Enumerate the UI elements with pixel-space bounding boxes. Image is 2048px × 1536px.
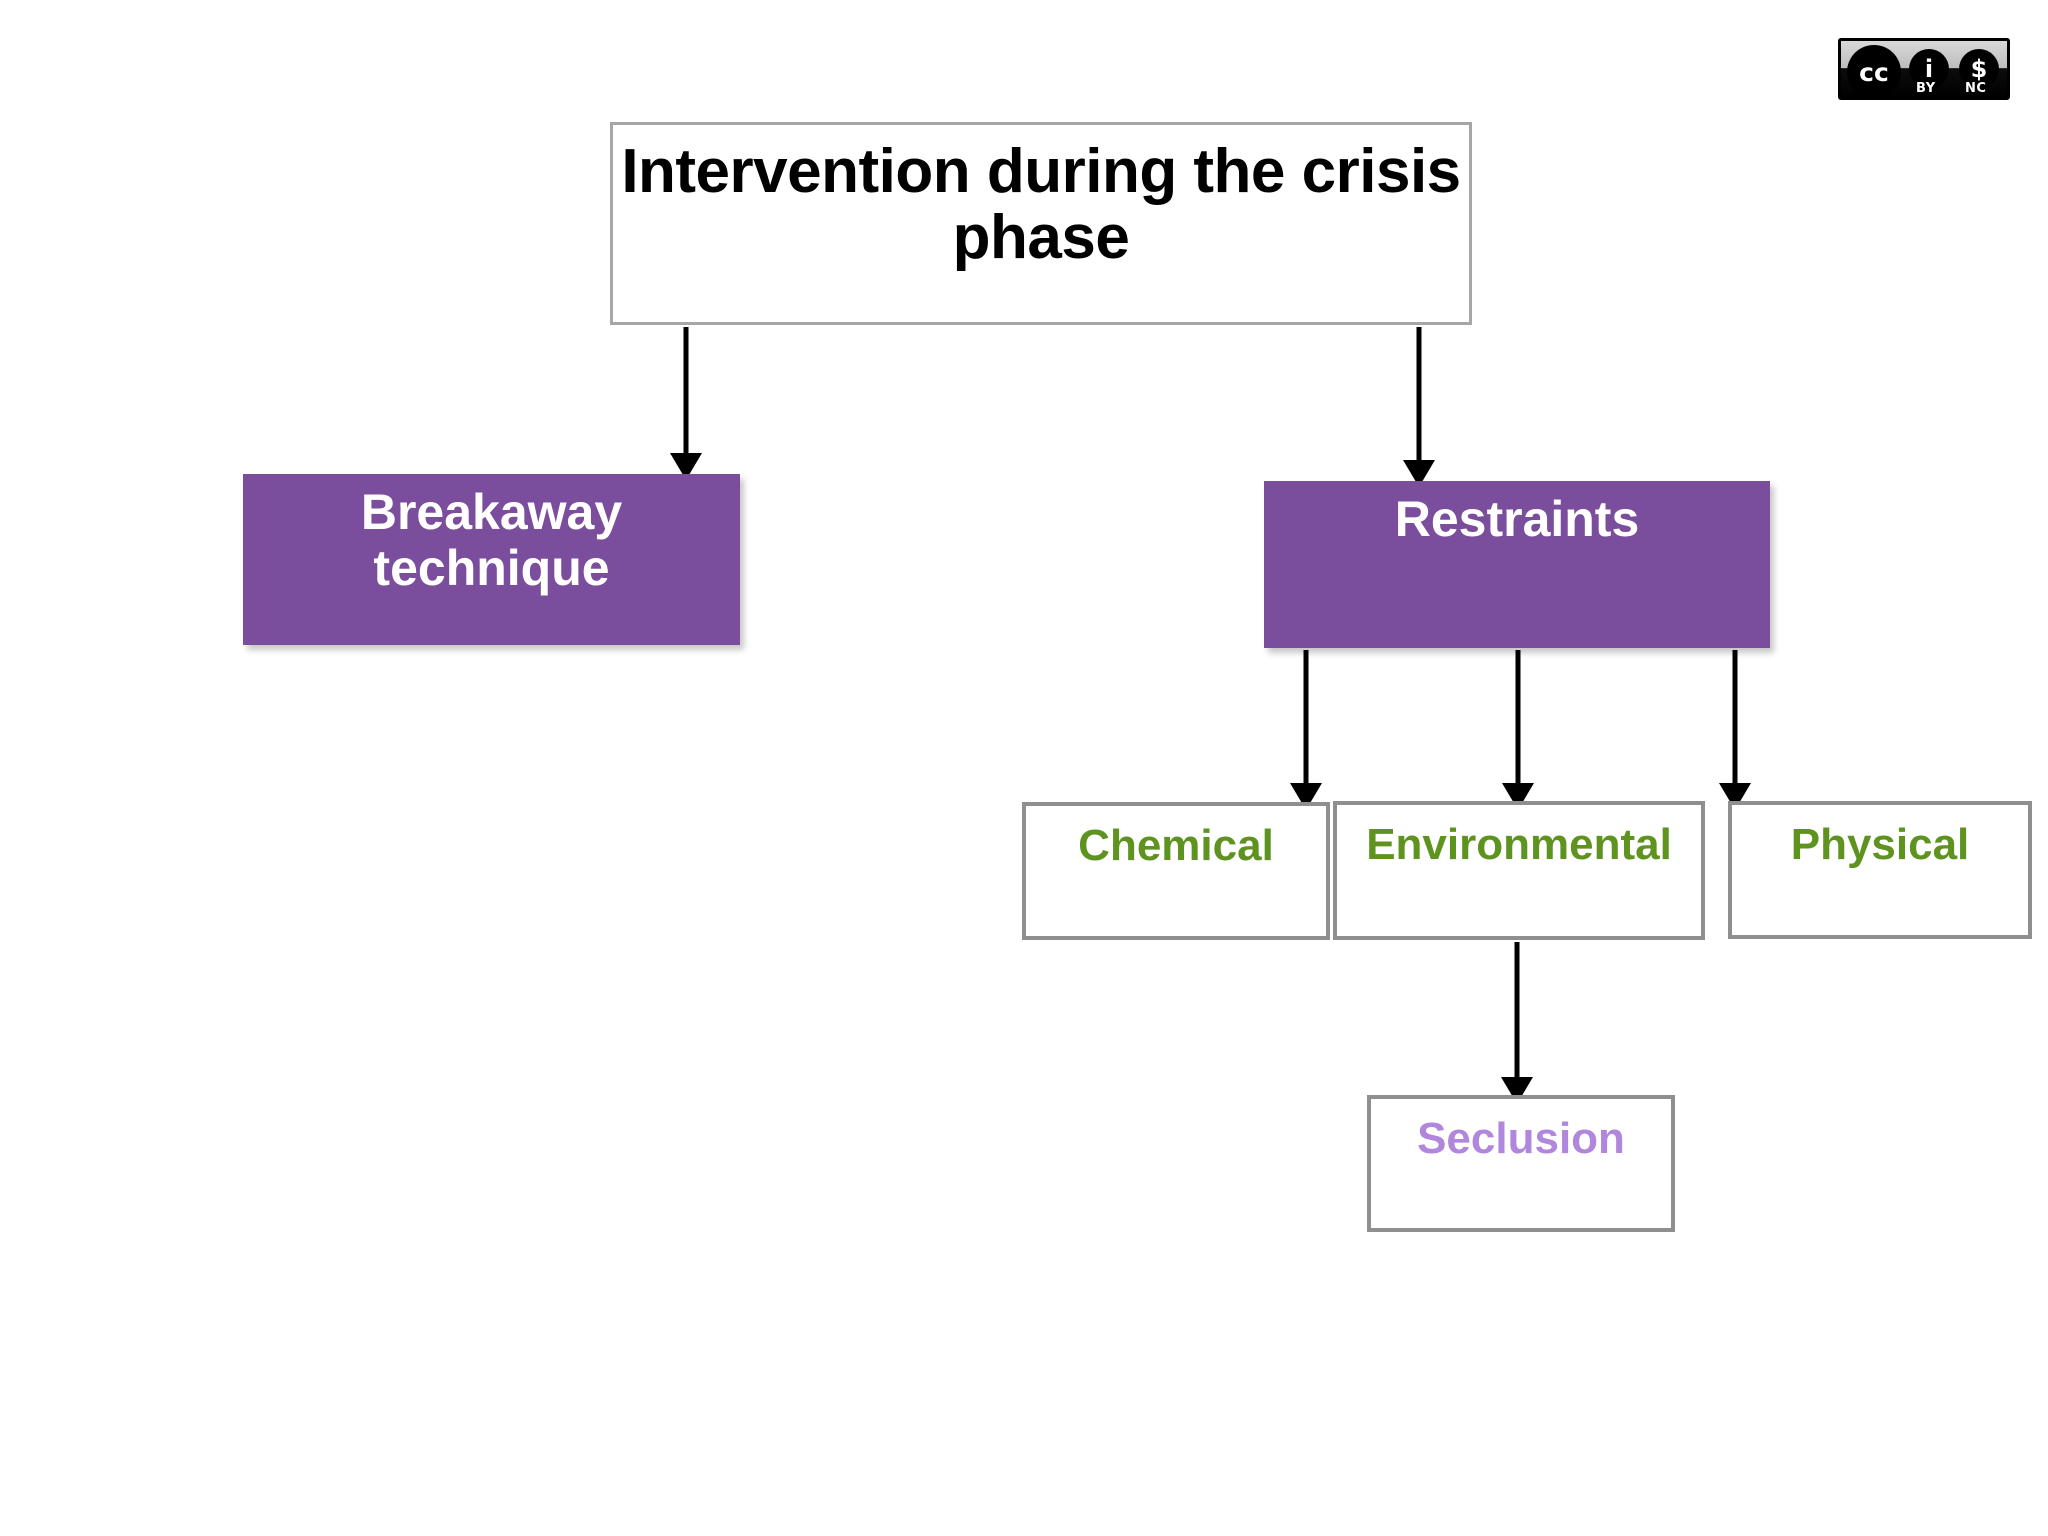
node-label-restraints: Restraints bbox=[1394, 491, 1640, 547]
nc-glyph-text: $ bbox=[1970, 55, 1988, 83]
node-chemical[interactable]: Chemical bbox=[1022, 802, 1330, 940]
node-restraints[interactable]: Restraints bbox=[1264, 481, 1770, 648]
by-glyph-text: i bbox=[1924, 55, 1934, 83]
by-caption: BY bbox=[1916, 81, 1936, 96]
attribution-person-icon: i bbox=[1909, 49, 1949, 89]
cc-glyph-text: cc bbox=[1859, 57, 1889, 87]
creative-commons-by-nc-badge: cc i BY $ NC bbox=[1838, 38, 2010, 100]
node-environmental[interactable]: Environmental bbox=[1333, 801, 1705, 940]
node-breakaway-technique[interactable]: Breakaway technique bbox=[243, 474, 740, 645]
nc-caption: NC bbox=[1965, 81, 1987, 96]
node-intervention-during-the-crisis-phase[interactable]: Intervention during the crisis phase bbox=[610, 122, 1472, 325]
node-label-seclusion: Seclusion bbox=[1417, 1114, 1625, 1163]
node-label-environmental: Environmental bbox=[1366, 820, 1672, 869]
node-label-chemical: Chemical bbox=[1078, 821, 1274, 870]
node-physical[interactable]: Physical bbox=[1728, 801, 2032, 939]
node-seclusion[interactable]: Seclusion bbox=[1367, 1095, 1675, 1232]
node-label-physical: Physical bbox=[1790, 820, 1970, 869]
cc-icon: cc bbox=[1847, 45, 1901, 99]
node-label-breakaway: Breakaway technique bbox=[360, 484, 623, 596]
non-commercial-crossed-dollar-icon: $ bbox=[1959, 49, 1999, 89]
node-label-root: Intervention during the crisis phase bbox=[621, 137, 1461, 272]
